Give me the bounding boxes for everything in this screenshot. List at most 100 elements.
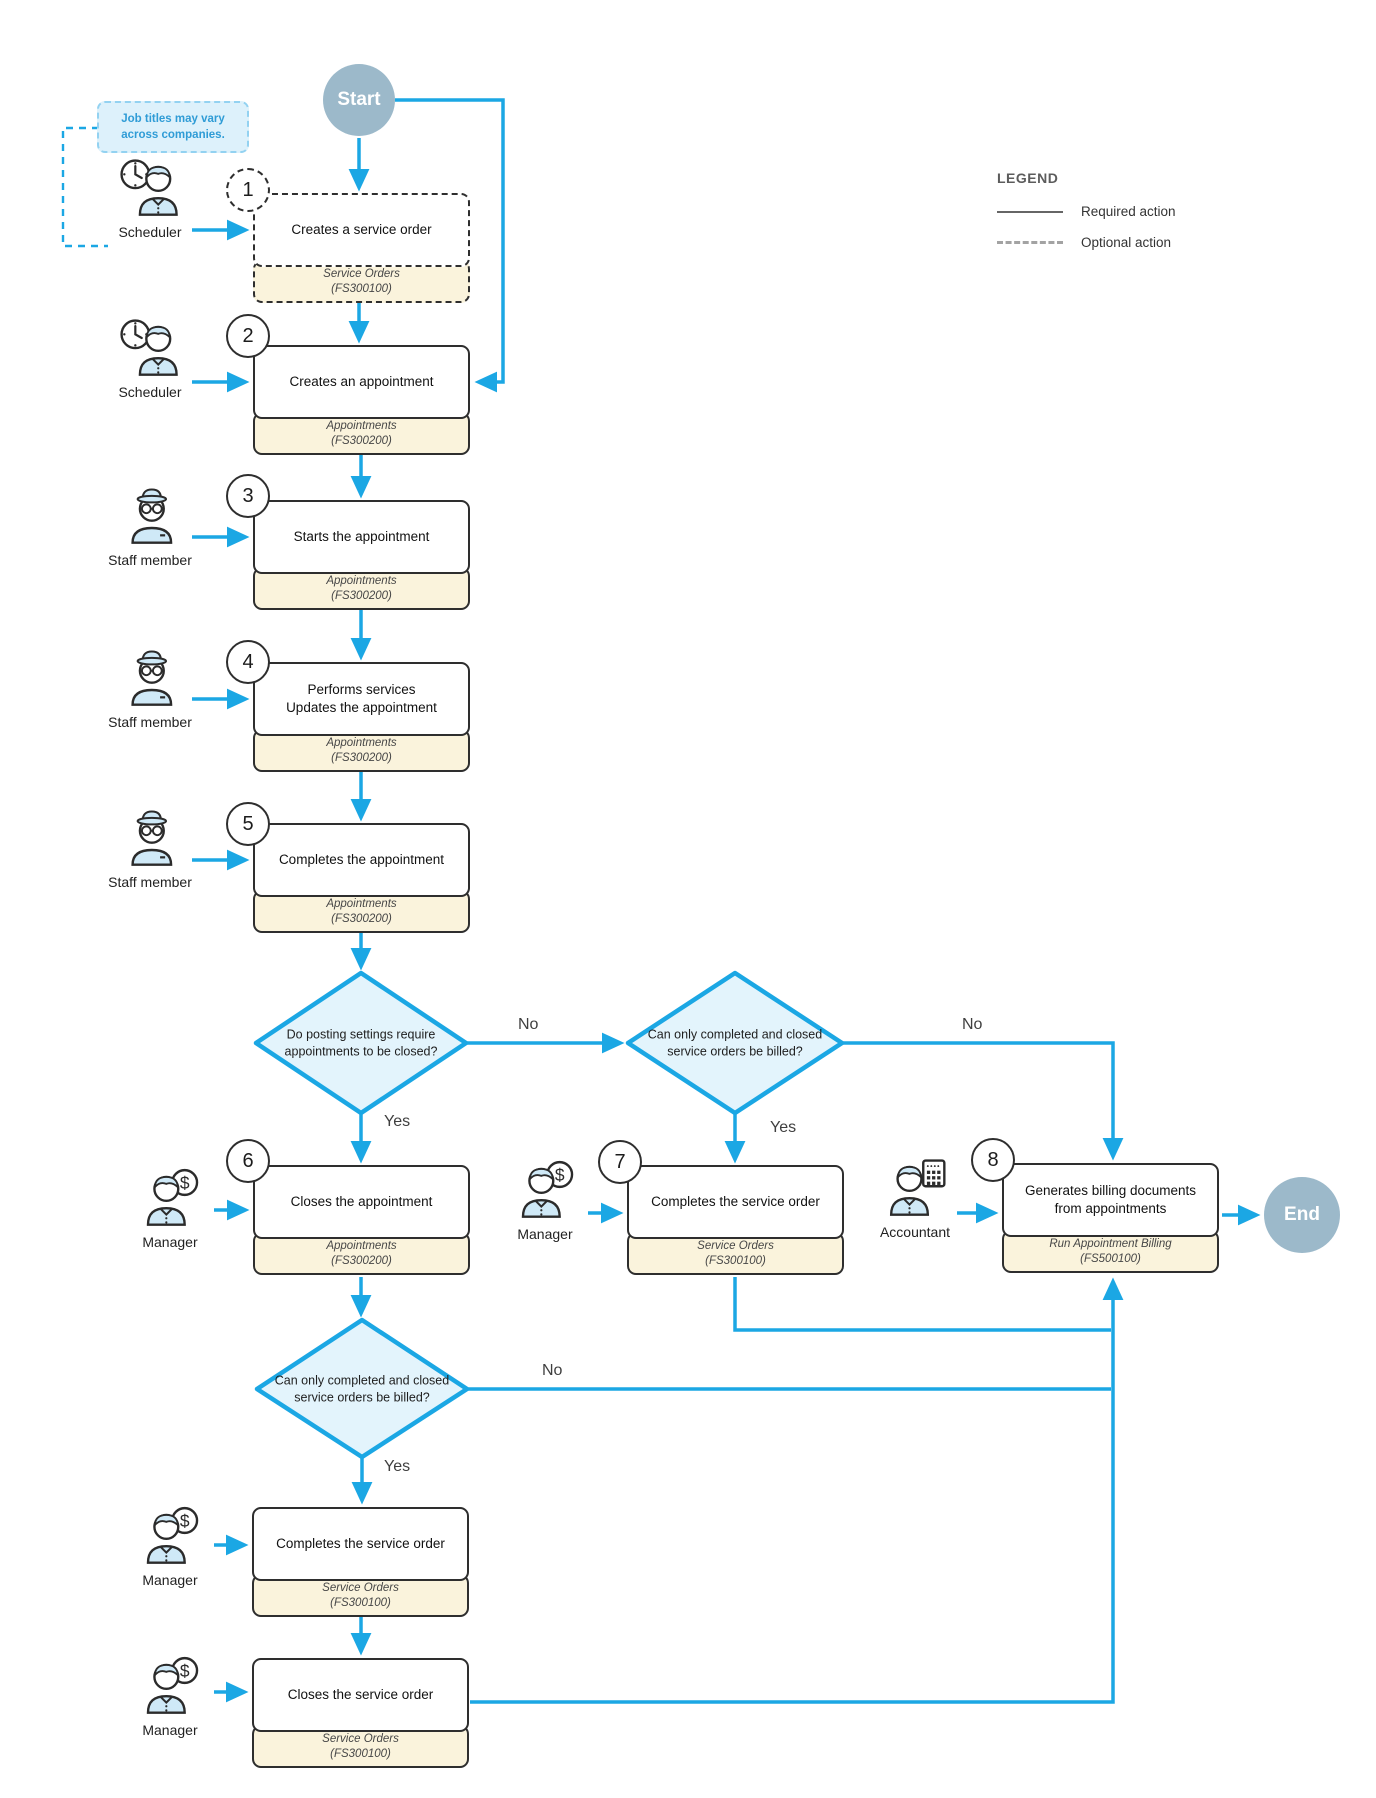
dashed-line-swatch — [997, 241, 1063, 244]
process-screen-ref: Appointments (FS300200) — [253, 1232, 470, 1275]
decision2-text: Can only completed and closed service or… — [647, 1027, 823, 1059]
step-number-3: 3 — [226, 474, 270, 518]
staff-member-icon — [131, 650, 173, 706]
actor-staff-4: Staff member — [85, 646, 215, 730]
process-title: Generates billing documents from appoint… — [1002, 1163, 1219, 1237]
process-title: Closes the service order — [252, 1658, 469, 1732]
process-screen-ref: Appointments (FS300200) — [253, 729, 470, 772]
process-title: Creates an appointment — [253, 345, 470, 419]
screen-code: (FS300100) — [330, 1597, 391, 1610]
actor-scheduler-2: Scheduler — [85, 316, 215, 400]
decision3-no-label: No — [542, 1362, 563, 1379]
start-terminator: Start — [323, 64, 395, 136]
legend-title: LEGEND — [997, 170, 1059, 186]
scheduler-icon — [120, 319, 178, 376]
actor-label: Manager — [517, 1226, 573, 1242]
step-number-4: 4 — [226, 640, 270, 684]
end-terminator: End — [1264, 1177, 1340, 1253]
actor-manager-6: $ Manager — [105, 1166, 235, 1250]
decision3-diamond — [254, 1317, 470, 1460]
process-title: Creates a service order — [253, 193, 470, 267]
decision1-yes-label: Yes — [384, 1113, 411, 1130]
step-number-5: 5 — [226, 802, 270, 846]
screen-name: Service Orders — [322, 1582, 399, 1595]
actor-label: Staff member — [108, 874, 192, 890]
screen-code: (FS300100) — [705, 1255, 766, 1268]
process-title: Completes the appointment — [253, 823, 470, 897]
edge-closesso-step8 — [470, 1277, 1124, 1704]
screen-name: Service Orders — [323, 268, 400, 281]
step-number-2: 2 — [226, 314, 270, 358]
step-number-6: 6 — [226, 1139, 270, 1183]
legend-optional-label: Optional action — [1081, 235, 1172, 250]
screen-code: (FS300100) — [331, 283, 392, 296]
edge-start-step2 — [395, 98, 505, 393]
screen-name: Appointments — [326, 898, 397, 911]
step-number-7: 7 — [598, 1140, 642, 1184]
process-performs-services: Performs services Updates the appointmen… — [253, 662, 470, 774]
decision1-no-label: No — [518, 1016, 539, 1033]
solid-line-swatch — [997, 210, 1063, 213]
staff-member-icon — [131, 810, 173, 866]
svg-text:$: $ — [180, 1661, 190, 1681]
actor-staff-5: Staff member — [85, 806, 215, 890]
legend-required-label: Required action — [1081, 204, 1176, 219]
screen-name: Service Orders — [322, 1733, 399, 1746]
step-number-8: 8 — [971, 1138, 1015, 1182]
step-number-1: 1 — [226, 168, 270, 212]
process-creates-appointment: Creates an appointment Appointments (FS3… — [253, 345, 470, 457]
screen-code: (FS300200) — [331, 590, 392, 603]
decision2-no-label: No — [962, 1016, 983, 1033]
manager-icon: $ — [146, 1506, 199, 1564]
decision3-yes-label: Yes — [384, 1458, 411, 1475]
actor-manager-10: $ Manager — [105, 1654, 235, 1738]
process-completes-service-order-2: Completes the service order Service Orde… — [252, 1507, 469, 1619]
note-connector — [61, 126, 108, 248]
process-screen-ref: Appointments (FS300200) — [253, 890, 470, 933]
actor-manager-9: $ Manager — [105, 1504, 235, 1588]
svg-text:$: $ — [180, 1173, 190, 1193]
process-closes-appointment: Closes the appointment Appointments (FS3… — [253, 1165, 470, 1277]
process-screen-ref: Service Orders (FS300100) — [627, 1232, 844, 1275]
screen-name: Appointments — [326, 420, 397, 433]
legend: LEGEND Required action Optional action — [997, 170, 1237, 266]
actor-label: Manager — [142, 1722, 198, 1738]
screen-name: Appointments — [326, 1240, 397, 1253]
process-title: Performs services Updates the appointmen… — [253, 662, 470, 736]
process-screen-ref: Appointments (FS300200) — [253, 567, 470, 610]
legend-optional-row: Optional action — [997, 235, 1237, 250]
process-starts-appointment: Starts the appointment Appointments (FS3… — [253, 500, 470, 612]
actor-manager-7: $ Manager — [480, 1158, 610, 1242]
process-title: Closes the appointment — [253, 1165, 470, 1239]
screen-name: Appointments — [326, 575, 397, 588]
manager-icon: $ — [521, 1160, 574, 1218]
actor-label: Manager — [142, 1234, 198, 1250]
screen-code: (FS300200) — [331, 435, 392, 448]
screen-code: (FS300200) — [331, 752, 392, 765]
actor-label: Manager — [142, 1572, 198, 1588]
svg-text:$: $ — [180, 1511, 190, 1531]
accountant-icon — [889, 1159, 946, 1216]
decision3-text: Can only completed and closed service or… — [274, 1373, 450, 1405]
process-title: Completes the service order — [252, 1507, 469, 1581]
screen-code: (FS300200) — [331, 1255, 392, 1268]
actor-staff-3: Staff member — [85, 484, 215, 568]
actor-label: Scheduler — [118, 384, 182, 400]
note-box: Job titles may vary across companies. — [97, 101, 249, 153]
actor-scheduler-1: Scheduler — [85, 156, 215, 240]
legend-required-row: Required action — [997, 204, 1237, 219]
actor-label: Staff member — [108, 552, 192, 568]
process-generates-billing: Generates billing documents from appoint… — [1002, 1163, 1219, 1275]
decision2-diamond — [625, 970, 845, 1116]
scheduler-icon — [120, 159, 178, 216]
actor-label: Staff member — [108, 714, 192, 730]
decision2-yes-label: Yes — [770, 1119, 797, 1136]
edge-decision2-no — [843, 1041, 1124, 1161]
process-completes-service-order: Completes the service order Service Orde… — [627, 1165, 844, 1277]
screen-code: (FS300100) — [330, 1748, 391, 1761]
process-creates-service-order: Creates a service order Service Orders (… — [253, 193, 470, 305]
screen-name: Service Orders — [697, 1240, 774, 1253]
process-completes-appointment: Completes the appointment Appointments (… — [253, 823, 470, 935]
